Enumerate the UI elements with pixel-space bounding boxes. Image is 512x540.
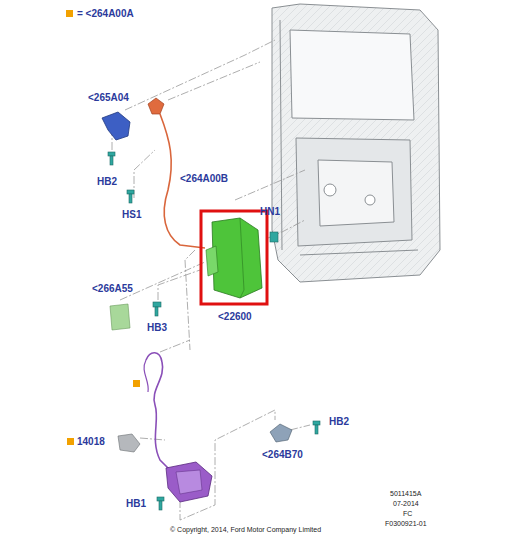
leader-lines: [112, 40, 310, 520]
figure-code: FC: [403, 509, 412, 518]
part-number: 14018: [77, 436, 105, 448]
marker-square: [133, 380, 140, 387]
part-number: <265A04: [88, 92, 129, 104]
part-number: <264A00B: [180, 173, 228, 185]
legend-swatch: [66, 10, 73, 17]
copyright-note: © Copyright, 2014, Ford Motor Company Li…: [170, 525, 321, 534]
latch-module: [201, 211, 267, 304]
door-panel: [272, 4, 440, 282]
part-number: <22600: [218, 311, 252, 323]
marker-square: [67, 438, 74, 445]
pad-part: [110, 304, 130, 330]
fastener-code: HB1: [126, 498, 146, 510]
fastener-code: HN1: [260, 206, 280, 218]
fastener-code: HB2: [97, 176, 117, 188]
figure-id: 5011415A: [390, 489, 421, 498]
fastener-code: HB2: [329, 416, 349, 428]
legend-row: = <264A00A: [66, 8, 134, 19]
figure-id: F0300921-01: [385, 519, 427, 528]
legend-text: = <264A00A: [77, 8, 134, 19]
part-number: <264B70: [262, 449, 303, 461]
connector-part: [118, 434, 140, 452]
figure-date: 07-2014: [393, 499, 419, 508]
fastener-code: HS1: [122, 209, 141, 221]
bracket-part: [102, 112, 130, 140]
fastener-code: HB3: [147, 322, 167, 334]
fastener-pins: [108, 152, 320, 510]
cable-lower: [144, 353, 212, 502]
bracket-part: [270, 424, 292, 442]
part-number: <266A55: [92, 283, 133, 295]
